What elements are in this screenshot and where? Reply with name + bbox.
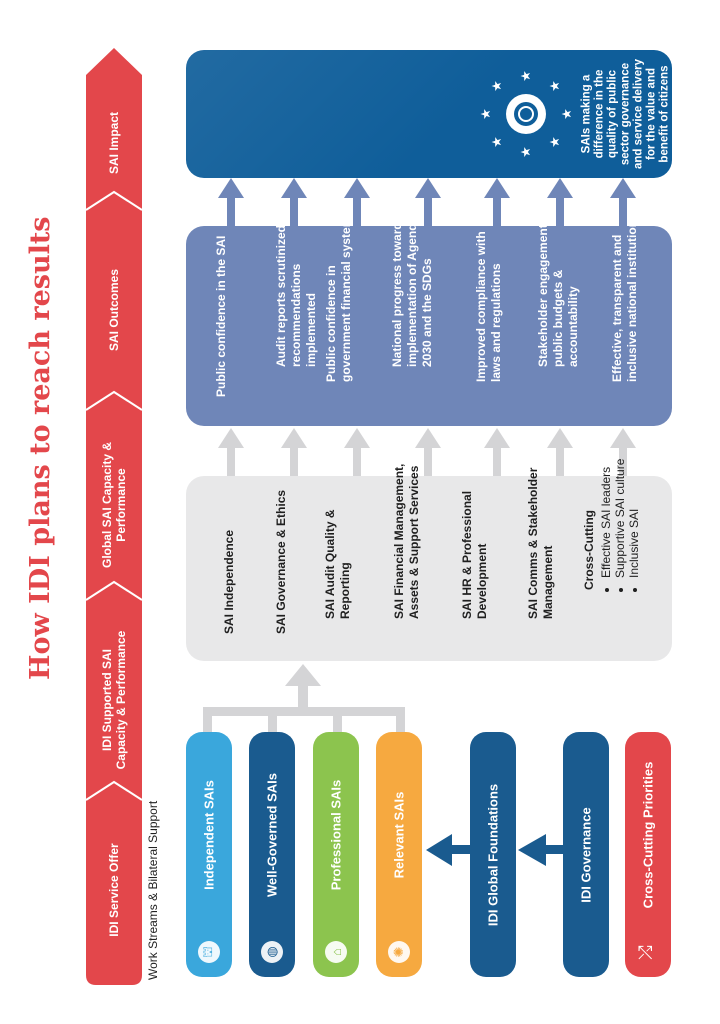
capacity-item: SAI Governance & Ethics <box>274 489 288 634</box>
outcome-item: Stakeholder engagement in public budgets… <box>536 210 580 367</box>
stage-sai-impact: SAI Impact <box>107 111 121 174</box>
stage-idi-supported-capacity: IDI Supported SAI Capacity & Performance <box>100 630 128 770</box>
institution-icon: ⌂ <box>325 941 347 963</box>
bullet-item: Effective SAI leaders <box>599 459 613 578</box>
impact-box: ★ ★ ★ ★ ★ ★ ★ ★ SAIs making a difference in t… <box>186 50 672 178</box>
stage-separator <box>85 580 143 601</box>
idi-global-foundations: IDI Global Foundations <box>470 732 516 977</box>
outcome-item: Audit reports scrutinized & recommendati… <box>274 212 318 367</box>
connector-stub <box>203 707 212 735</box>
svg-text:★: ★ <box>519 146 534 158</box>
svg-text:★: ★ <box>519 70 534 82</box>
capacity-item: SAI Independence <box>222 529 236 634</box>
connector-bar <box>203 707 405 716</box>
stage-separator <box>85 390 143 411</box>
cross-cutting-bullets: Effective SAI leaders Supportive SAI cul… <box>599 459 641 590</box>
shuffle-icon: ⤮ <box>635 945 656 960</box>
svg-text:★: ★ <box>490 80 505 92</box>
connector-stub <box>396 707 405 735</box>
svg-text:★: ★ <box>548 80 563 92</box>
capacity-cross-cutting: Cross-Cutting Effective SAI leaders Supp… <box>582 459 641 590</box>
capacity-item: SAI Audit Quality & Reporting <box>323 509 352 619</box>
svg-text:★: ★ <box>479 108 494 120</box>
foundation-arrow-head <box>426 834 452 866</box>
capacity-item: SAI HR & Professional Development <box>460 490 489 619</box>
svg-text:★: ★ <box>490 136 505 148</box>
connector-stub <box>333 707 342 735</box>
connector-stem <box>298 684 308 708</box>
stage-idi-service-offer: IDI Service Offer <box>107 843 121 937</box>
lightbulb-icon: ✺ <box>388 941 410 963</box>
capacity-item: SAI Financial Management, Assets & Suppo… <box>392 463 421 619</box>
impact-text: SAIs making a difference in the quality … <box>580 59 671 169</box>
idi-governance: IDI Governance <box>563 732 609 977</box>
outcomes-box: Public confidence in the SAI Audit repor… <box>186 210 672 426</box>
stage-global-capacity: Global SAI Capacity & Performance <box>100 441 128 569</box>
foundation-arrow <box>450 845 474 854</box>
stage-separator <box>85 190 143 211</box>
cross-cutting-priorities: Cross-Cutting Priorities ⤮ <box>625 732 671 977</box>
workstream-professional-sais: Professional SAIs ⌂ <box>313 732 359 977</box>
workstream-independent-sais: Independent SAIs ⛫ <box>186 732 232 977</box>
governance-arrow <box>544 845 564 854</box>
outcome-item: National progress towards implementation… <box>390 215 434 367</box>
workstream-well-governed-sais: Well-Governed SAIs ◍ <box>249 732 295 977</box>
capacity-item: SAI Comms & Stakeholder Management <box>526 467 555 619</box>
stage-separator <box>85 780 143 801</box>
outcome-item: Effective, transparent and inclusive nat… <box>610 213 639 382</box>
capitol-icon: ⛫ <box>198 941 220 963</box>
outcome-item: Improved compliance with laws and regula… <box>474 231 503 382</box>
stars-emblem-icon: ★ ★ ★ ★ ★ ★ ★ ★ <box>479 70 575 158</box>
governance-arrow-head <box>518 834 546 866</box>
svg-text:★: ★ <box>548 136 563 148</box>
bullet-item: Inclusive SAI <box>627 459 641 578</box>
outcome-item: Public confidence in government financia… <box>324 209 353 382</box>
svg-text:★: ★ <box>560 108 575 120</box>
stage-sai-outcomes: SAI Outcomes <box>107 268 121 352</box>
outcome-item: Public confidence in the SAI <box>214 235 228 397</box>
capacity-box: SAI Independence SAI Governance & Ethics… <box>186 459 672 661</box>
globe-icon: ◍ <box>261 941 283 963</box>
outcome-arrows <box>218 178 636 226</box>
connector-head <box>285 664 321 686</box>
stage-arrow <box>86 48 142 985</box>
connector-stub <box>268 707 277 735</box>
capacity-arrows <box>218 428 636 476</box>
bullet-item: Supportive SAI culture <box>613 459 627 578</box>
workstream-relevant-sais: Relevant SAIs ✺ <box>376 732 422 977</box>
